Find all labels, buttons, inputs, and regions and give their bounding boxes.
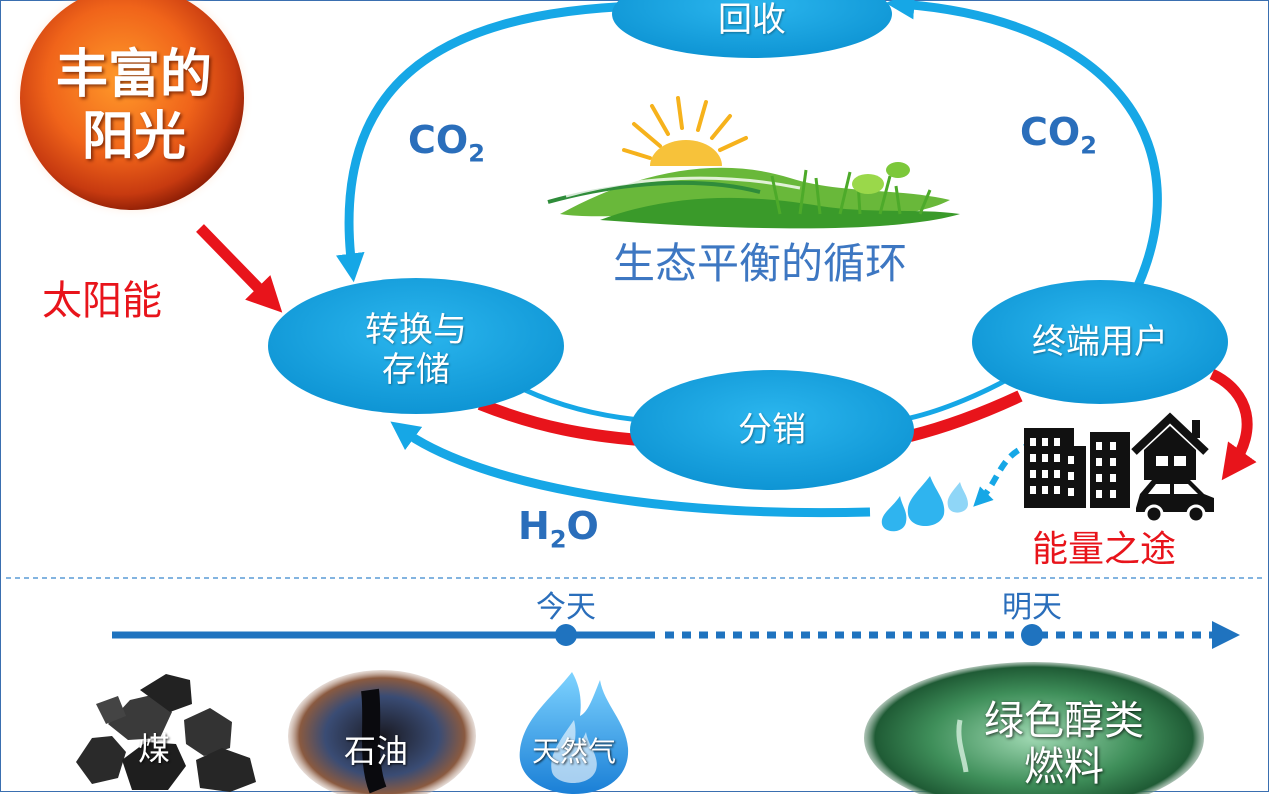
cycle-line-left	[523, 387, 641, 423]
timeline-marker-tomorrow	[1021, 624, 1043, 646]
timeline-marker-today	[555, 624, 577, 646]
node-convert-line1: 转换与	[365, 310, 467, 350]
node-end-user-label: 终端用户	[1032, 322, 1168, 362]
fuel-oil-label: 石油	[344, 732, 409, 770]
co2-left-arrow	[335, 1, 641, 283]
node-distribute	[630, 370, 914, 490]
eco-landscape-icon	[547, 96, 960, 229]
green-fuel-icon	[864, 662, 1204, 794]
sun-icon	[20, 0, 244, 210]
timeline-today-label: 今天	[536, 590, 596, 625]
green-fuel-splash	[956, 719, 969, 773]
oil-drop-stream	[361, 688, 387, 794]
node-convert-line2: 存储	[382, 350, 450, 390]
h2o-arrow	[390, 421, 871, 518]
solar-arrow	[196, 224, 283, 313]
co2-right-label: CO2	[1020, 110, 1097, 160]
flame-inner	[551, 720, 597, 783]
node-convert-label: 转换与 存储	[316, 310, 516, 390]
sun-label-line2: 阳光	[81, 107, 186, 167]
fuel-green-line1: 绿色醇类	[984, 698, 1144, 744]
fuel-green-label: 绿色醇类 燃料	[964, 698, 1164, 790]
fuel-gas-label: 天然气	[531, 735, 616, 768]
fuel-green-line2: 燃料	[1024, 744, 1104, 790]
water-drop-icon	[881, 476, 968, 532]
energy-flow-left	[477, 398, 641, 446]
node-convert-store	[268, 278, 564, 414]
sun-label-line1: 丰富的	[55, 45, 212, 105]
timeline-tomorrow-label: 明天	[1002, 590, 1062, 625]
energy-use-label: 能量之途	[1032, 529, 1177, 570]
sun-label: 丰富的 阳光	[44, 44, 224, 168]
node-recycle-label: 回收	[718, 0, 786, 40]
node-distribute-label: 分销	[738, 410, 806, 450]
solar-energy-label: 太阳能	[42, 278, 162, 324]
car-icon	[1136, 480, 1214, 524]
node-end-user	[972, 280, 1228, 404]
house-icon	[1131, 412, 1209, 480]
cycle-line-right	[909, 375, 1012, 421]
node-recycle	[612, 0, 892, 58]
city-buildings-icon	[1024, 428, 1130, 508]
oil-icon	[288, 670, 476, 794]
coal-icon	[76, 674, 256, 792]
energy-use-arrow	[1209, 369, 1257, 481]
co2-right-arrow	[885, 0, 1162, 292]
h2o-label: H2O	[518, 504, 599, 554]
fuel-coal-label: 煤	[138, 730, 171, 768]
co2-left-label: CO2	[408, 118, 485, 168]
eco-cycle-label: 生态平衡的循环	[612, 239, 907, 288]
energy-flow-right	[908, 390, 1023, 442]
